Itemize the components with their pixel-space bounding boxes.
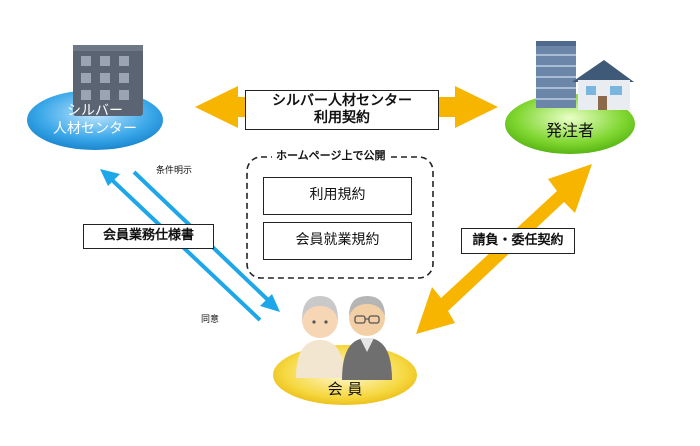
elderly-man-icon: [342, 296, 392, 380]
orderer-node: [505, 41, 635, 154]
conditions-label: 条件明示: [156, 166, 193, 176]
conditions-arrow: [100, 169, 262, 322]
member-spec-label: 会員業務仕様書: [83, 224, 214, 249]
contract-label-line2: 利用契約: [314, 110, 370, 126]
houses-icon: [536, 41, 634, 110]
orderer-label: 発注者: [545, 121, 594, 140]
silver-center-label-2: 人材センター: [53, 121, 137, 137]
member-label: 会 員: [327, 380, 363, 398]
public-dashed-box: [246, 156, 434, 279]
member-node: [273, 296, 417, 405]
terms-doc-box: 利用規約: [263, 177, 412, 215]
public-box-title: ホームページ上で公開: [272, 147, 390, 163]
contract-label: シルバー人材センター 利用契約: [245, 90, 439, 130]
office-building-icon: [73, 45, 143, 116]
silver-center-node: [27, 45, 163, 150]
contract-label-line1: シルバー人材センター: [272, 93, 412, 109]
silver-center-label-1: シルバー: [67, 103, 123, 119]
contract-type-label: 請負・委任契約: [461, 228, 575, 254]
elderly-woman-icon: [296, 296, 344, 378]
work-rules-doc-box: 会員就業規約: [263, 222, 412, 260]
agreement-label: 同意: [201, 315, 220, 325]
